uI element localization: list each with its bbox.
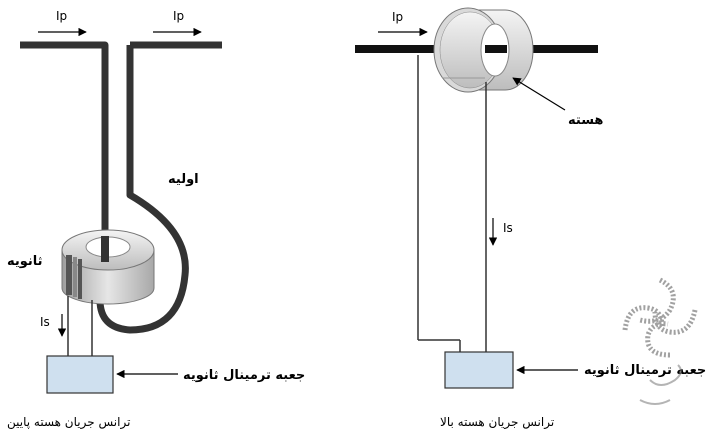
terminal-box-label-right: جعبه ترمینال ثانویه: [584, 363, 706, 378]
bottom-core-ct: Ip Ip اولیه ثانویه Is جعبه ترمینال ثانوی…: [7, 9, 305, 430]
ip-label-right: Ip: [392, 10, 403, 24]
is-label-right: Is: [503, 221, 513, 235]
secondary-label: ثانویه: [7, 254, 43, 269]
core-pointer-arrow: [512, 77, 566, 111]
terminal-box-right: [444, 351, 514, 389]
swirl-logo-icon: [622, 277, 698, 405]
is-label-left: Is: [40, 315, 50, 329]
terminal-box-left: [46, 355, 114, 394]
primary-conductor: [20, 41, 222, 334]
ip-label-left-1: Ip: [56, 9, 67, 23]
upper-core-toroid: [433, 7, 534, 93]
lower-core-toroid: [61, 229, 155, 305]
caption-right: ترانس جریان هسته بالا: [440, 415, 554, 430]
core-label: هسته: [568, 113, 603, 128]
terminal-box-label-left: جعبه ترمینال ثانویه: [183, 368, 305, 383]
ip-label-left-2: Ip: [173, 9, 184, 23]
secondary-winding: [66, 255, 82, 299]
caption-left: ترانس جریان هسته پایین: [7, 415, 130, 430]
top-core-ct: Ip هسته Is جعبه ترمینال ثانویه ترانس جری…: [355, 7, 706, 430]
primary-label: اولیه: [168, 172, 199, 187]
